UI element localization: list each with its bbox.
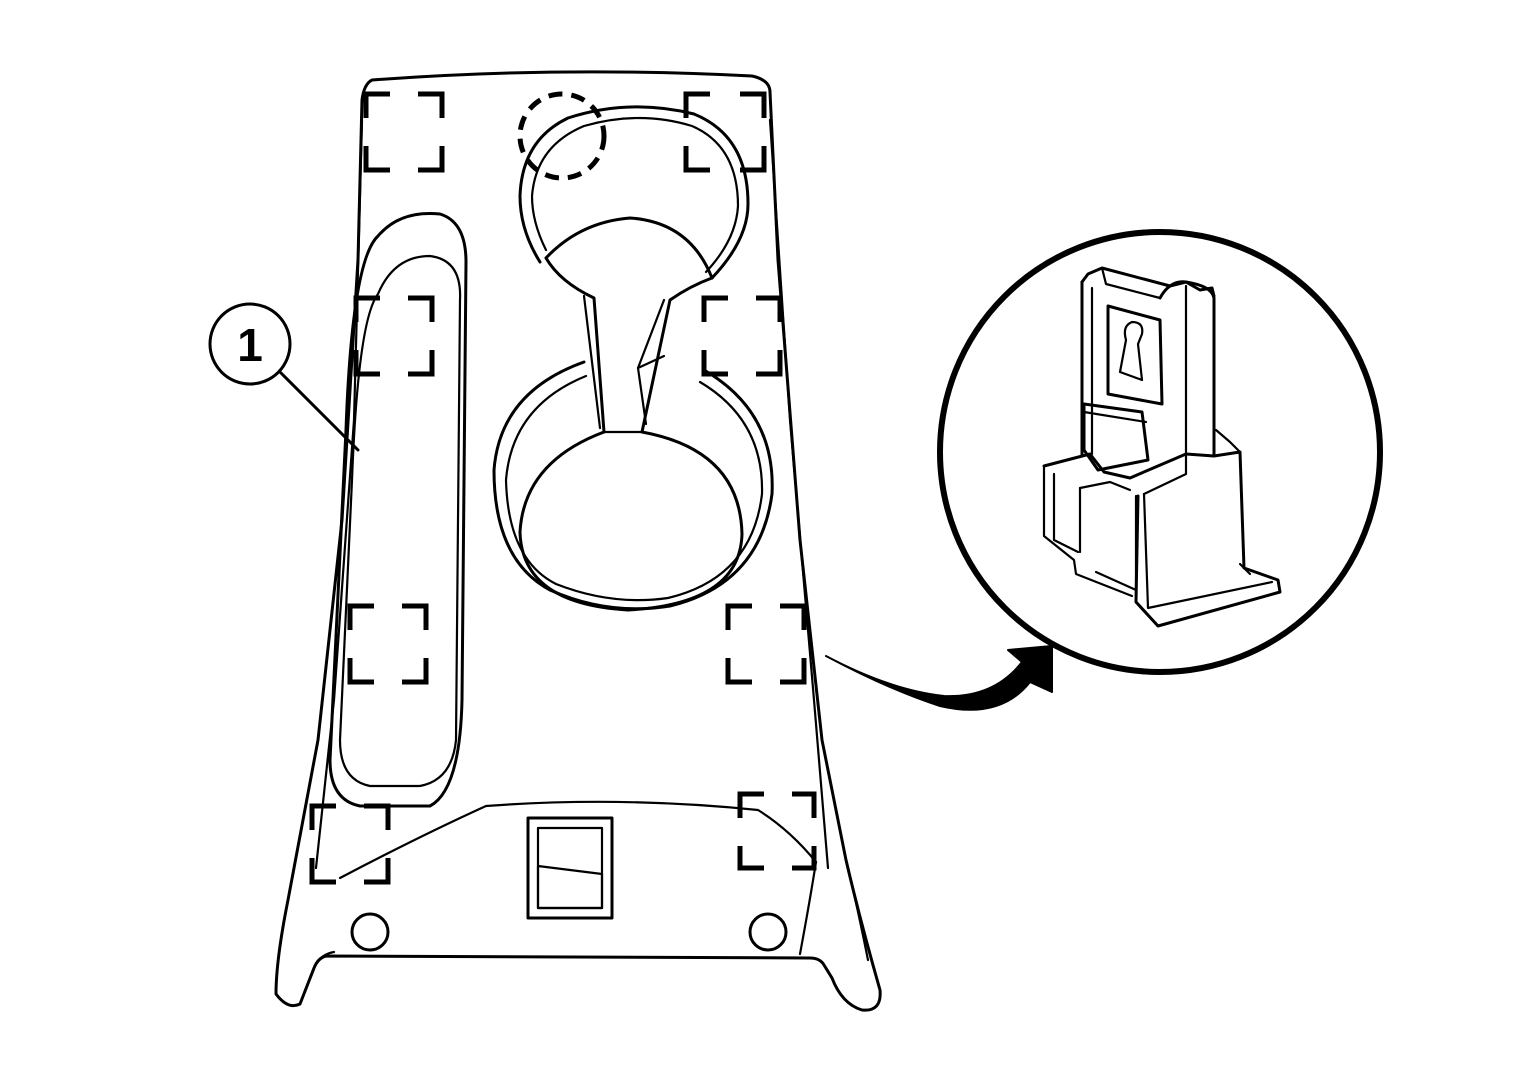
mounting-hole-left xyxy=(350,912,390,952)
callout-label: 1 xyxy=(237,319,263,371)
clip-marker xyxy=(363,91,445,173)
upper-cup-holder xyxy=(518,105,750,434)
clip-marker xyxy=(701,295,783,377)
switch-housing xyxy=(526,816,614,920)
clip-detail-view xyxy=(937,229,1383,675)
lower-cup-holder xyxy=(492,360,774,612)
clip-marker xyxy=(353,295,435,377)
mounting-hole-right xyxy=(748,912,788,952)
retaining-clip-icon xyxy=(1042,266,1282,628)
clip-marker xyxy=(737,791,817,871)
console-panel xyxy=(274,70,882,1012)
storage-slot xyxy=(328,211,468,808)
callout-leader-line xyxy=(278,370,360,452)
clip-location-markers xyxy=(309,91,817,885)
clip-marker xyxy=(309,803,391,885)
lower-tray xyxy=(298,800,870,1006)
location-circle-marker xyxy=(517,91,607,181)
clip-marker xyxy=(347,603,429,685)
callout-1: 1 xyxy=(208,302,360,452)
curved-arrow-icon xyxy=(825,645,1053,711)
clip-marker xyxy=(725,603,807,685)
clip-marker xyxy=(683,91,767,173)
